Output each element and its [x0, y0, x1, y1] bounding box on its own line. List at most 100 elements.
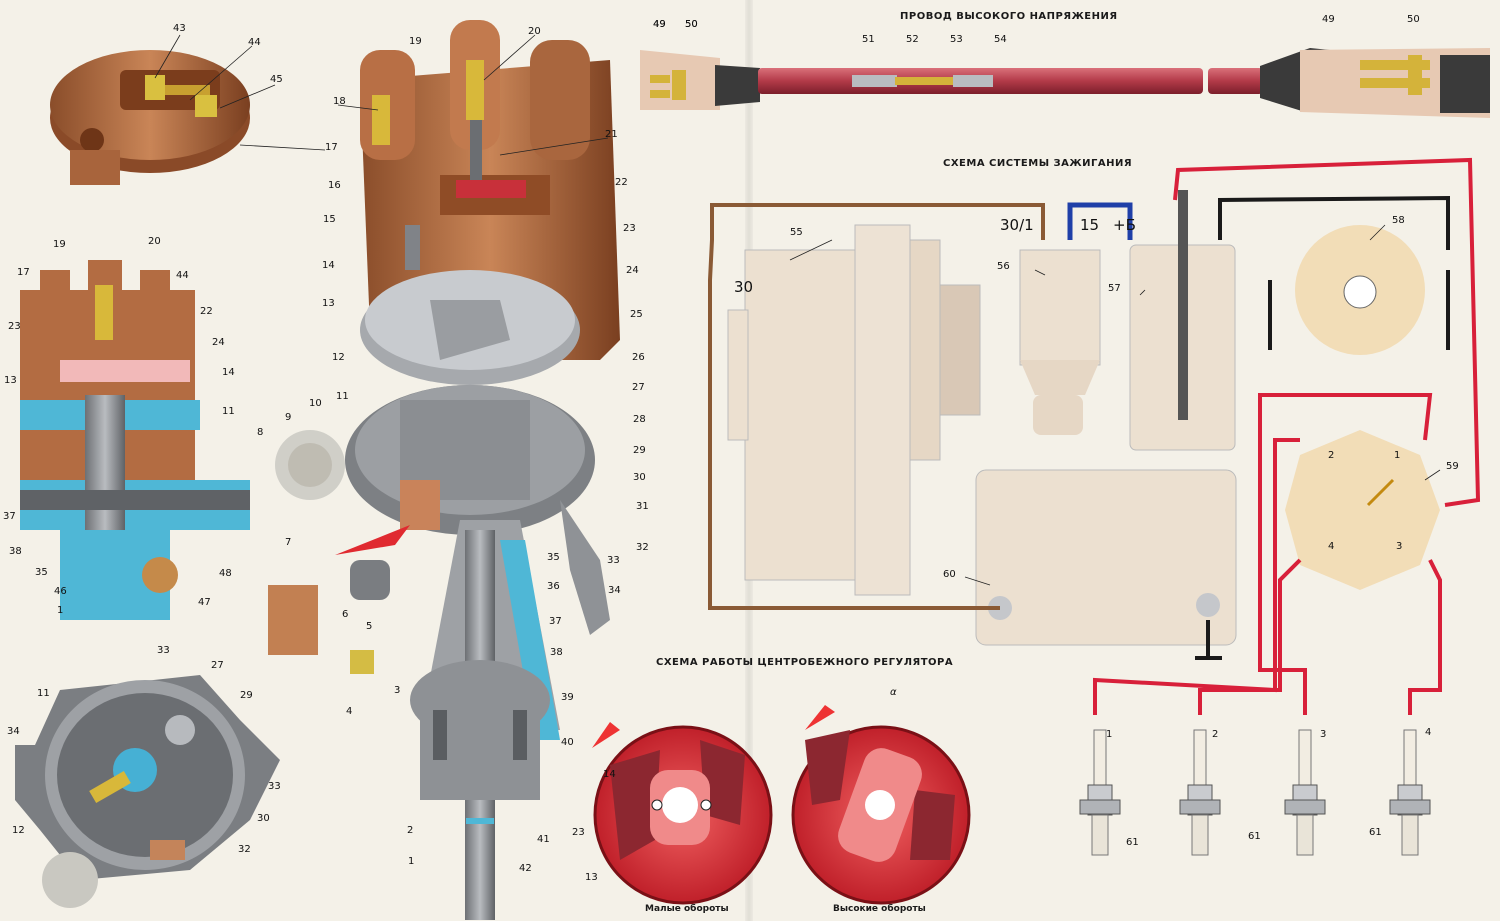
callout: 32	[636, 542, 649, 553]
callout-61: 61	[1369, 827, 1382, 838]
callout: 33	[268, 781, 281, 792]
spark-plugs	[1079, 729, 1431, 856]
callout: 11	[37, 688, 50, 699]
spark-plug-1	[1079, 729, 1121, 856]
callout: 1	[408, 856, 415, 867]
callout: 24	[212, 337, 225, 348]
callout: 43	[173, 23, 186, 34]
callout: 41	[537, 834, 550, 845]
plug-number-1: 1	[1106, 729, 1113, 740]
callout: 44	[248, 37, 261, 48]
callout: 30	[257, 813, 270, 824]
terminal-30-label: 30	[734, 278, 754, 296]
scheme-wires	[708, 157, 1481, 715]
leader-lines	[154, 34, 1441, 586]
callout: 23	[623, 223, 636, 234]
callout: 3	[394, 685, 401, 696]
spark-plug-4	[1389, 729, 1431, 856]
callout-14: 14	[603, 769, 616, 780]
callout: 14	[322, 260, 335, 271]
callout: 48	[219, 568, 232, 579]
callout: 32	[238, 844, 251, 855]
callout: 12	[332, 352, 345, 363]
callout: 11	[336, 391, 349, 402]
callout: 1	[57, 605, 64, 616]
callout: 50	[1407, 14, 1420, 25]
callout: 52	[906, 34, 919, 45]
rotor-illustration	[50, 50, 250, 185]
terminal-30-1-label: 30/1	[1000, 216, 1034, 234]
angle-alpha-label: α	[890, 687, 897, 698]
callout: 12	[12, 825, 25, 836]
plug-number-4: 4	[1425, 727, 1432, 738]
regulator-high-rpm	[791, 705, 971, 905]
dist-mark-2: 2	[1328, 450, 1335, 461]
terminal-15-label: 15	[1080, 216, 1100, 234]
high-rpm-caption: Высокие обороты	[833, 904, 926, 914]
callout: 18	[333, 96, 346, 107]
callout: 30	[633, 472, 646, 483]
callout: 53	[950, 34, 963, 45]
callout: 27	[632, 382, 645, 393]
callout-61: 61	[1248, 831, 1261, 842]
callout-58: 58	[1392, 215, 1405, 226]
regulator-title: СХЕМА РАБОТЫ ЦЕНТРОБЕЖНОГО РЕГУЛЯТОРА	[656, 657, 954, 668]
callout: 39	[561, 692, 574, 703]
callout: 2	[407, 825, 414, 836]
hv-wire-title: ПРОВОД ВЫСОКОГО НАПРЯЖЕНИЯ	[900, 11, 1118, 22]
callout: 19	[53, 239, 66, 250]
callout: 36	[547, 581, 560, 592]
callout: 38	[9, 546, 22, 557]
callout: 35	[547, 552, 560, 563]
callout: 34	[608, 585, 621, 596]
callout: 10	[309, 398, 322, 409]
callout: 15	[323, 214, 336, 225]
callout: 20	[528, 26, 541, 37]
callout: 33	[607, 555, 620, 566]
callout: 46	[54, 586, 67, 597]
callout: 13	[4, 375, 17, 386]
spark-plug-3	[1284, 729, 1326, 856]
callout: 34	[7, 726, 20, 737]
callout: 6	[342, 609, 349, 620]
callout: 8	[257, 427, 264, 438]
dist-mark-1: 1	[1394, 450, 1401, 461]
callout: 17	[17, 267, 30, 278]
dist-mark-3: 3	[1396, 541, 1403, 552]
distributor-body	[268, 270, 610, 920]
hv-wire-illustration	[640, 48, 1490, 118]
callout: 19	[409, 36, 422, 47]
callout: 38	[550, 647, 563, 658]
callout: 54	[994, 34, 1007, 45]
callout: 35	[35, 567, 48, 578]
callout: 45	[270, 74, 283, 85]
callout: 49	[1322, 14, 1335, 25]
callout: 42	[519, 863, 532, 874]
callout: 49	[653, 19, 666, 30]
callout-55: 55	[790, 227, 803, 238]
callout: 27	[211, 660, 224, 671]
callout: 21	[605, 129, 618, 140]
callout: 50	[685, 19, 698, 30]
callout: 14	[222, 367, 235, 378]
dist-mark-4: 4	[1328, 541, 1335, 552]
spark-plug-2	[1179, 729, 1221, 856]
callout: 5	[366, 621, 373, 632]
callout: 22	[200, 306, 213, 317]
low-rpm-caption: Малые обороты	[645, 904, 729, 914]
callout: 44	[176, 270, 189, 281]
plug-number-3: 3	[1320, 729, 1327, 740]
callout-61: 61	[1126, 837, 1139, 848]
callout: 26	[632, 352, 645, 363]
regulator-low-rpm	[592, 722, 773, 905]
callout: 11	[222, 406, 235, 417]
breaker-plate-top-view	[15, 675, 280, 908]
callout: 37	[549, 616, 562, 627]
callout: 4	[346, 706, 353, 717]
callout: 16	[328, 180, 341, 191]
callout-13: 13	[585, 872, 598, 883]
callout: 29	[240, 690, 253, 701]
callout-57: 57	[1108, 283, 1121, 294]
